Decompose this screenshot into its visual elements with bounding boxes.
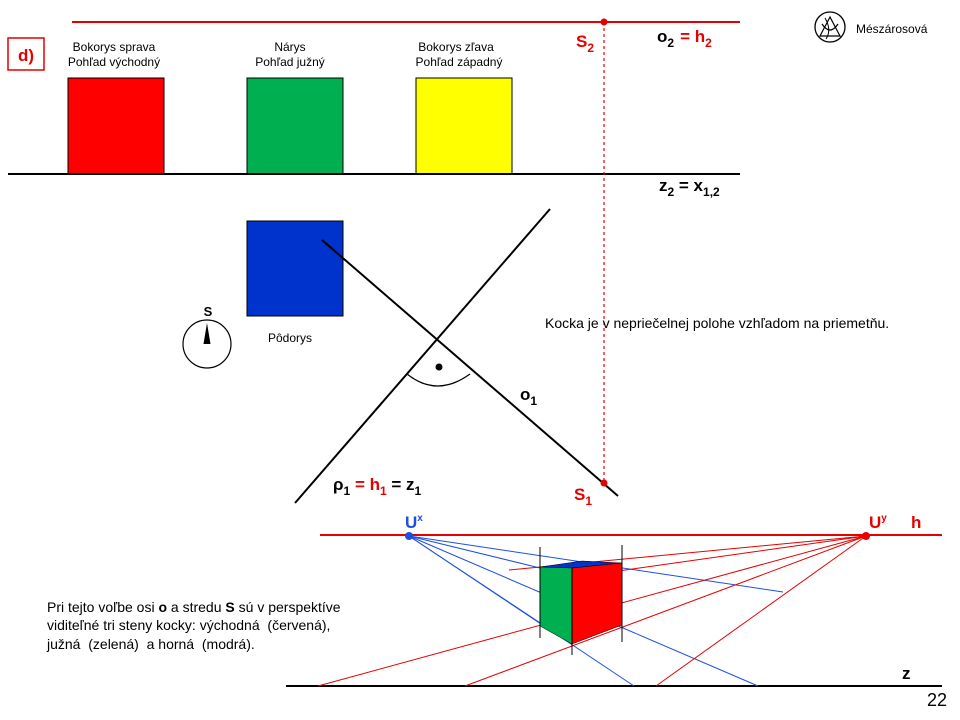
perspective-note-line-2: viditeľné tri steny kocky: východná (čer… bbox=[47, 617, 330, 633]
s1-point bbox=[600, 479, 608, 487]
front-view-caption-2: Pohľad južný bbox=[255, 55, 325, 69]
left-view-caption-1: Bokorys zľava bbox=[418, 40, 494, 54]
z2-x12-label: z2 = x1,2 bbox=[659, 176, 720, 199]
s1-label: S1 bbox=[574, 485, 592, 508]
uy-label: Uy bbox=[869, 513, 887, 532]
perspective-note-line-1: Pri tejto voľbe osi o a stredu S sú v pe… bbox=[47, 599, 341, 615]
position-note: Kocka je v nepriečelnej polohe vzhľadom … bbox=[545, 315, 889, 331]
s2-label: S2 bbox=[576, 32, 594, 55]
page-number: 22 bbox=[927, 690, 947, 710]
right-angle-arc bbox=[406, 373, 471, 387]
o1-label: o1 bbox=[520, 385, 537, 408]
left-view-caption-2: Pohľad západný bbox=[416, 55, 503, 69]
right-view-caption-1: Bokorys sprava bbox=[73, 40, 156, 54]
z-label: z bbox=[902, 664, 911, 683]
h-label: h bbox=[911, 513, 921, 532]
author-logo-icon bbox=[814, 11, 846, 43]
left-view-square bbox=[415, 77, 513, 175]
plan-view-square bbox=[246, 220, 344, 317]
cube-south-face bbox=[539, 566, 573, 645]
cube-east-face bbox=[571, 562, 623, 645]
axis-o1 bbox=[321, 239, 619, 497]
part-label: d) bbox=[18, 46, 34, 65]
part-label-box bbox=[7, 37, 45, 71]
right-angle-dot bbox=[435, 363, 443, 371]
axis-rho1 bbox=[294, 208, 551, 504]
author-name: Mészárosová bbox=[856, 22, 928, 36]
ux-label: Ux bbox=[405, 513, 423, 532]
north-label: S bbox=[204, 304, 213, 319]
rho1-h1-z1-label: ρ1 = h1 = z1 bbox=[333, 475, 422, 498]
perspective-note-line-3: južná (zelená) a horná (modrá). bbox=[46, 636, 255, 652]
plan-view-caption: Pôdorys bbox=[268, 331, 312, 345]
front-view-caption-1: Nárys bbox=[274, 40, 305, 54]
north-compass-icon bbox=[182, 319, 232, 369]
front-view-square bbox=[246, 77, 344, 175]
right-view-caption-2: Pohľad východný bbox=[68, 55, 160, 69]
uy-point bbox=[862, 532, 870, 540]
o2-h2-label: o2= h2 bbox=[657, 27, 712, 50]
right-view-square bbox=[67, 77, 165, 175]
ux-point bbox=[405, 532, 413, 540]
